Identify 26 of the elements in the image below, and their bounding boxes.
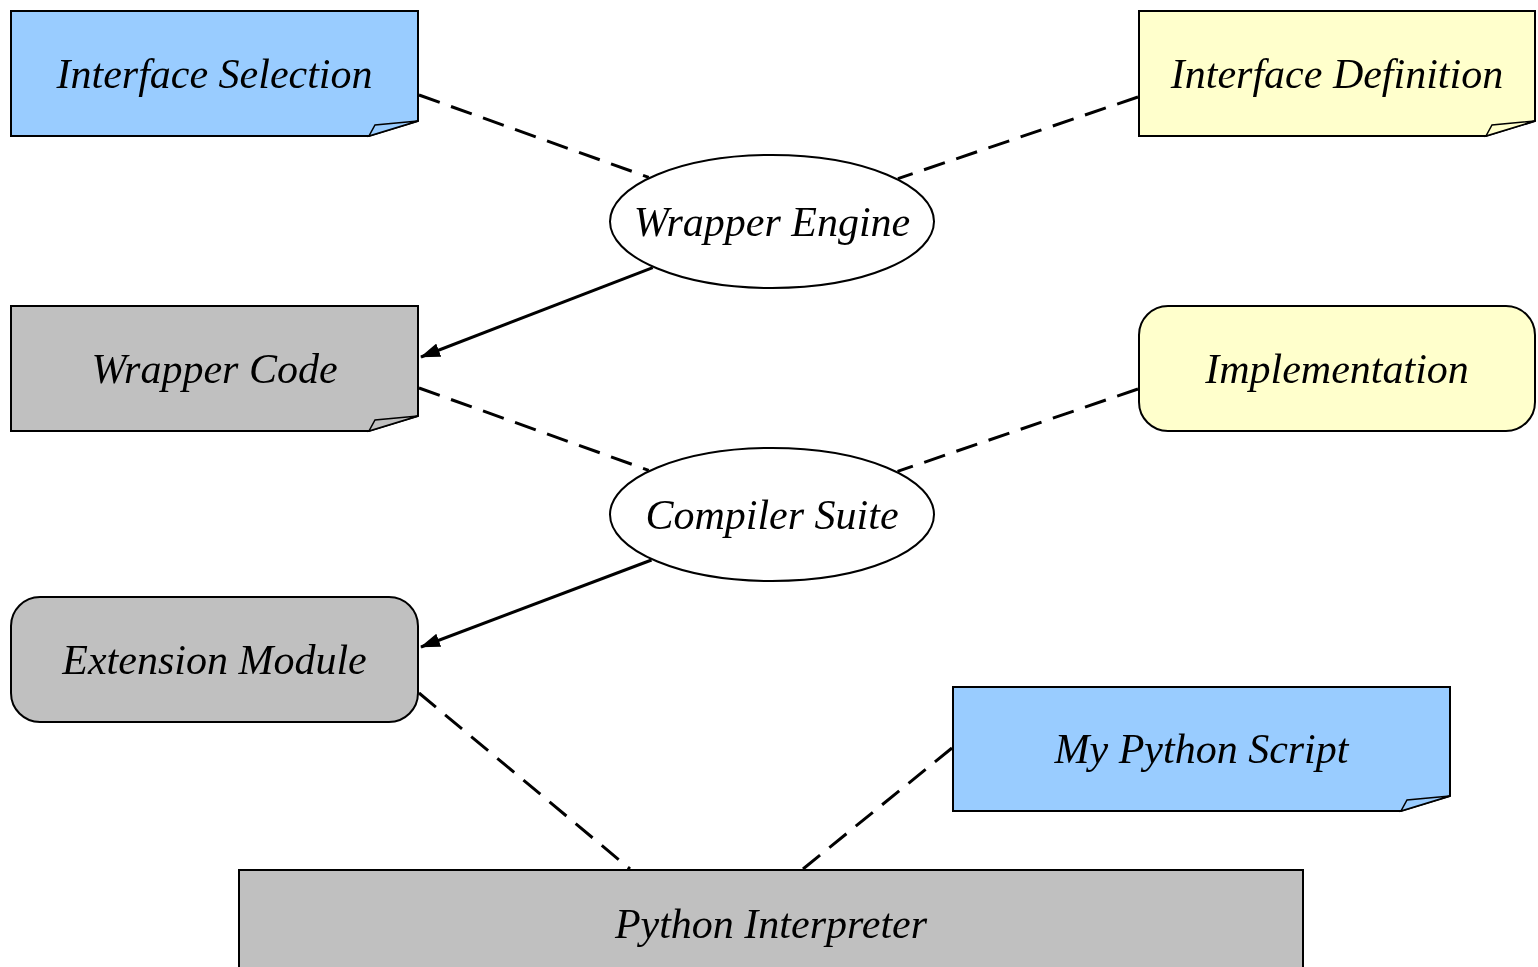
node-label: Compiler Suite: [645, 490, 899, 539]
node-label: Implementation: [1205, 344, 1469, 393]
ellipse-node: [609, 447, 935, 582]
ellipse-node: [609, 154, 935, 289]
note-box: [952, 686, 1451, 812]
connector-line: [418, 386, 650, 472]
node-label: My Python Script: [1054, 725, 1349, 773]
node-label: Interface Selection: [56, 49, 373, 98]
arrow: [420, 558, 653, 649]
node-label: Interface Definition: [1170, 49, 1504, 98]
connector-line: [418, 93, 650, 179]
arrow: [420, 266, 654, 359]
connector-line: [418, 691, 631, 871]
connector-line: [802, 746, 953, 871]
note-box: [10, 10, 419, 137]
node-label: Extension Module: [62, 635, 367, 684]
rounded-box: [1138, 305, 1536, 432]
node-label: Wrapper Engine: [633, 197, 911, 246]
connector-line: [897, 387, 1139, 473]
node-label: Python Interpreter: [614, 900, 928, 948]
note-box: [10, 305, 419, 432]
connector-line: [897, 95, 1139, 181]
node-label: Wrapper Code: [91, 344, 338, 393]
note-box: [1138, 10, 1536, 137]
rounded-box: [10, 596, 419, 723]
process-box: [238, 869, 1304, 967]
